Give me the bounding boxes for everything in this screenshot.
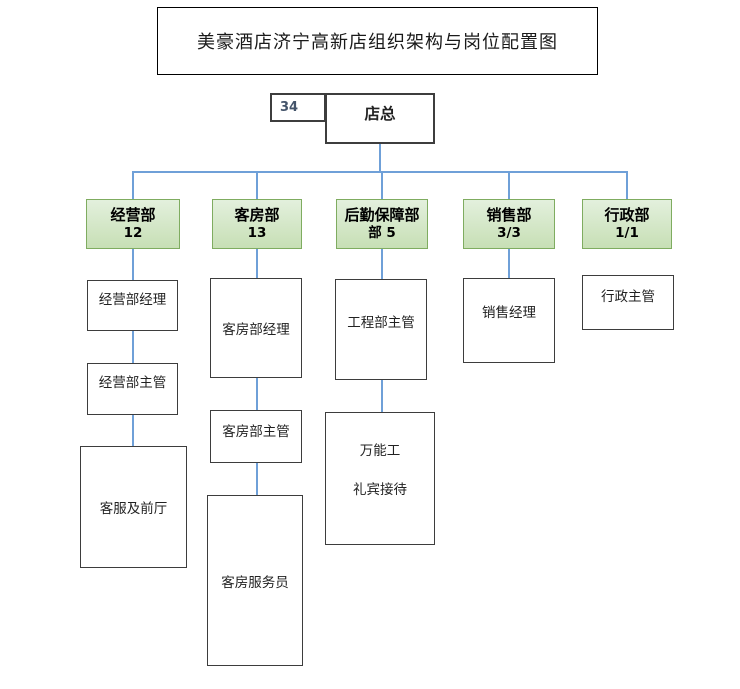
- dept-sales-name: 销售部: [486, 206, 532, 225]
- connector-housekeeping-2: [256, 378, 258, 410]
- dept-node-admin: 行政部 1/1: [582, 199, 672, 249]
- connector-housekeeping-3: [256, 463, 258, 495]
- connector-operations-2: [132, 331, 134, 363]
- node-sales-manager: 销售经理: [463, 278, 555, 363]
- connector-drop-logistics: [381, 172, 383, 199]
- chart-title-box: 美豪酒店济宁高新店组织架构与岗位配置图: [157, 7, 598, 75]
- dept-admin-count: 1/1: [615, 224, 639, 241]
- total-headcount-badge: 34: [270, 93, 326, 122]
- dept-admin-name: 行政部: [604, 206, 650, 225]
- connector-main-horizontal: [132, 171, 628, 173]
- node-admin-supervisor: 行政主管: [582, 275, 674, 330]
- dept-node-operations: 经营部 12: [86, 199, 180, 249]
- dept-housekeeping-name: 客房部: [234, 206, 280, 225]
- dept-housekeeping-count: 13: [247, 224, 267, 241]
- connector-operations-1: [132, 249, 134, 280]
- dept-operations-count: 12: [123, 224, 143, 241]
- node-customer-service-front-office: 客服及前厅: [80, 446, 187, 568]
- connector-root-vertical: [379, 144, 381, 172]
- dept-logistics-count: 部 5: [368, 224, 396, 241]
- node-operations-supervisor: 经营部主管: [87, 363, 178, 415]
- node-engineering-supervisor: 工程部主管: [335, 279, 427, 380]
- connector-drop-admin: [626, 172, 628, 199]
- node-concierge-label: 礼宾接待: [353, 482, 407, 498]
- node-handyman-label: 万能工: [359, 443, 401, 459]
- connector-logistics-1: [381, 249, 383, 279]
- connector-drop-operations: [132, 172, 134, 199]
- connector-housekeeping-1: [256, 249, 258, 278]
- connector-operations-3: [132, 415, 134, 446]
- node-housekeeping-manager: 客房部经理: [210, 278, 302, 378]
- dept-node-logistics: 后勤保障部 部 5: [336, 199, 428, 249]
- connector-logistics-2: [381, 380, 383, 412]
- node-handyman-concierge: 万能工 礼宾接待: [325, 412, 435, 545]
- connector-drop-housekeeping: [256, 172, 258, 199]
- dept-sales-count: 3/3: [497, 224, 521, 241]
- node-operations-manager: 经营部经理: [87, 280, 178, 331]
- dept-operations-name: 经营部: [110, 206, 156, 225]
- node-room-attendant: 客房服务员: [207, 495, 303, 666]
- connector-drop-sales: [508, 172, 510, 199]
- dept-node-housekeeping: 客房部 13: [212, 199, 302, 249]
- root-node-store-gm: 店总: [325, 93, 435, 144]
- dept-logistics-name: 后勤保障部: [344, 206, 420, 225]
- dept-node-sales: 销售部 3/3: [463, 199, 555, 249]
- chart-title: 美豪酒店济宁高新店组织架构与岗位配置图: [197, 32, 558, 53]
- node-housekeeping-supervisor: 客房部主管: [210, 410, 302, 463]
- connector-sales-1: [508, 249, 510, 278]
